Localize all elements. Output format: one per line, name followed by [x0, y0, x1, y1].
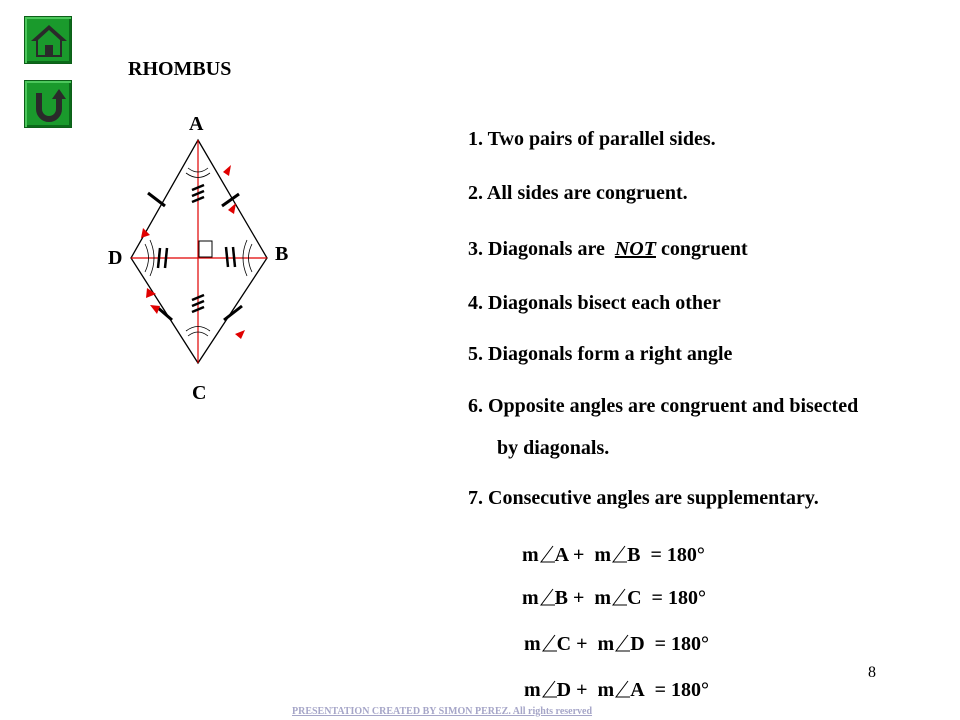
angle-icon	[611, 545, 628, 563]
angle-icon	[541, 680, 557, 698]
page-number: 8	[868, 664, 876, 681]
property-7: 7. Consecutive angles are supplementary.	[468, 487, 819, 509]
property-6-cont: by diagonals.	[497, 437, 610, 459]
property-3-text: 3. Diagonals are	[468, 238, 605, 260]
vertex-b-label: B	[275, 243, 289, 265]
home-icon	[31, 25, 67, 57]
property-3: 3. Diagonals are NOT congruent	[468, 238, 748, 261]
page-title: RHOMBUS	[128, 58, 232, 80]
property-2: 2. All sides are congruent.	[468, 182, 688, 204]
property-6: 6. Opposite angles are congruent and bis…	[468, 395, 859, 417]
right-angle-mark	[198, 240, 213, 258]
vertex-a-label: A	[189, 113, 204, 135]
property-1: 1. Two pairs of parallel sides.	[468, 128, 716, 150]
property-5: 5. Diagonals form a right angle	[468, 343, 733, 365]
parallel-arrow	[146, 288, 156, 298]
parallel-arrow	[228, 203, 236, 214]
parallel-arrow	[150, 305, 160, 314]
u-turn-back-icon	[36, 89, 66, 122]
angle-icon	[614, 680, 631, 698]
copyright-link[interactable]: PRESENTATION CREATED BY SIMON PEREZ. All…	[292, 706, 593, 717]
home-button[interactable]	[24, 16, 72, 64]
property-4: 4. Diagonals bisect each other	[468, 292, 721, 314]
rhombus-diagram	[100, 110, 300, 375]
parallel-arrow	[141, 228, 150, 238]
angle-icon	[614, 634, 631, 652]
vertex-c-label: C	[192, 382, 207, 404]
not-emphasis: NOT	[614, 238, 656, 260]
back-button[interactable]	[24, 80, 72, 128]
angle-icon	[611, 588, 628, 606]
angle-icon	[539, 588, 555, 606]
parallel-arrow	[223, 165, 231, 176]
angle-icon	[541, 634, 557, 652]
vertex-d-label: D	[108, 247, 123, 269]
angle-icon	[539, 545, 555, 563]
property-3-tail: congruent	[660, 238, 748, 260]
parallel-arrow	[235, 330, 245, 339]
